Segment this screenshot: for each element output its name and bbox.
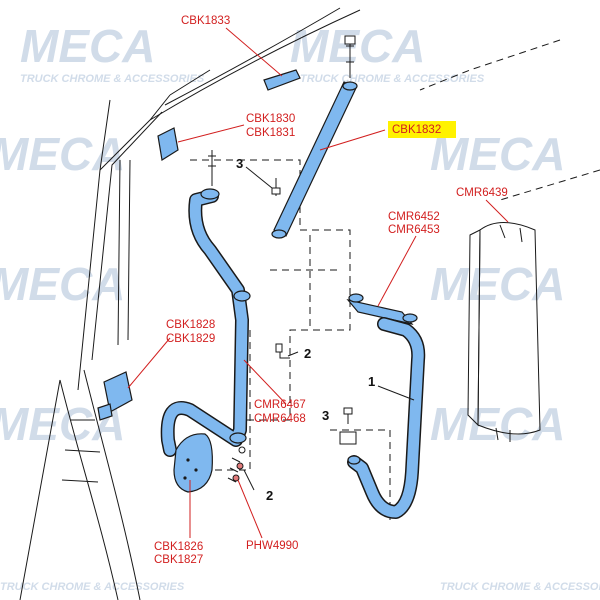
mount-outline-dashed — [190, 159, 391, 520]
part-cbk1826-plate — [173, 433, 213, 493]
label-cbk1831: CBK1831 — [246, 127, 295, 139]
mirror-head-cmr6439 — [467, 222, 541, 442]
part-cbk1833 — [263, 69, 301, 91]
callout-3: 3 — [236, 156, 243, 171]
highlight-cbk1832 — [388, 121, 456, 138]
hardware-bolts — [271, 178, 357, 445]
watermark-logo: MECA — [430, 258, 565, 310]
part-cbk1828-bracket — [97, 371, 133, 421]
watermark-tagline: TRUCK CHROME & ACCESSORIES — [440, 581, 600, 593]
label-cbk1832: CBK1832 — [392, 124, 441, 136]
label-cbk1833: CBK1833 — [181, 15, 230, 27]
label-cmr6467: CMR6467 — [254, 399, 306, 411]
callout-2: 2 — [266, 488, 273, 503]
label-cmr6468: CMR6468 — [254, 413, 306, 425]
part-labels: CBK1833 CBK1832 CBK1830 CBK1831 CMR6439 … — [154, 15, 508, 566]
watermark: MECA TRUCK CHROME & ACCESSORIES MECA TRU… — [0, 20, 600, 593]
label-cmr6439: CMR6439 — [456, 187, 508, 199]
callout-2: 2 — [304, 346, 311, 361]
callout-1: 1 — [368, 374, 375, 389]
watermark-logo: MECA — [0, 128, 125, 180]
watermark-tagline: TRUCK CHROME & ACCESSORIES — [0, 581, 185, 593]
label-cbk1826: CBK1826 — [154, 541, 203, 553]
label-phw4990: PHW4990 — [246, 540, 298, 552]
part-cmr6452-arm — [346, 293, 426, 519]
cab-outline — [19, 7, 600, 600]
hardware-phw4990 — [227, 446, 246, 483]
callout-numbers: 3 2 1 3 2 — [236, 156, 375, 503]
label-cbk1829: CBK1829 — [166, 333, 215, 345]
part-cbk1832-brace — [271, 35, 358, 239]
label-cbk1830: CBK1830 — [246, 113, 295, 125]
label-cmr6452: CMR6452 — [388, 211, 440, 223]
watermark-logo: MECA — [290, 20, 425, 72]
label-cmr6453: CMR6453 — [388, 224, 440, 236]
watermark-logo: MECA — [430, 398, 565, 450]
callout-3: 3 — [322, 408, 329, 423]
part-cbk1830-bracket — [157, 127, 179, 161]
label-cbk1828: CBK1828 — [166, 319, 215, 331]
leader-lines — [127, 27, 509, 539]
watermark-tagline: TRUCK CHROME & ACCESSORIES — [20, 73, 205, 85]
part-cmr6467-arm — [160, 150, 251, 457]
watermark-logo: MECA — [0, 258, 125, 310]
label-cbk1827: CBK1827 — [154, 554, 203, 566]
watermark-logo: MECA — [20, 20, 155, 72]
